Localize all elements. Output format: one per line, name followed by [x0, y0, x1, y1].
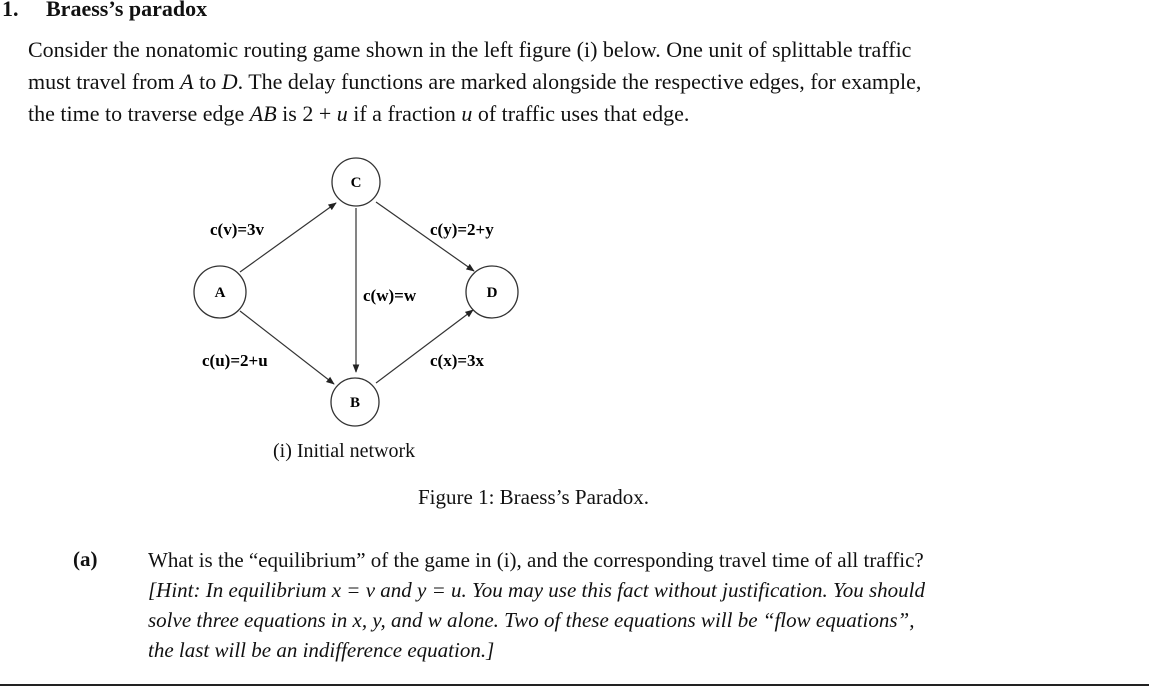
- edge-a-c: [239, 202, 337, 273]
- edge-label-cb: c(w)=w: [363, 286, 417, 305]
- section-number: 1.: [2, 0, 19, 21]
- page-bottom-rule: [0, 684, 1149, 686]
- hint-line-3: the last will be an indifference equatio…: [148, 638, 495, 662]
- edge-b-d: [375, 309, 474, 384]
- part-a-question: What is the “equilibrium” of the game in…: [148, 545, 1138, 665]
- node-d-circle: [465, 265, 519, 319]
- node-a-circle: [193, 265, 247, 319]
- edge-label-bd: c(x)=3x: [430, 351, 485, 370]
- edge-label-ab: c(u)=2+u: [202, 351, 268, 370]
- node-b-circle: [330, 377, 380, 427]
- diagram-subcaption: (i) Initial network: [273, 440, 416, 462]
- intro-line-3: the time to traverse edge AB is 2 + u if…: [28, 101, 690, 126]
- figure-caption: Figure 1: Braess’s Paradox.: [418, 485, 649, 509]
- edge-label-ac: c(v)=3v: [210, 220, 265, 239]
- node-c-circle: [331, 157, 381, 207]
- node-b-label: B: [350, 395, 360, 411]
- question-text: What is the “equilibrium” of the game in…: [148, 548, 924, 572]
- part-a-label: (a): [73, 547, 98, 571]
- section-title: Braess’s paradox: [46, 0, 208, 21]
- node-a-label: A: [215, 285, 226, 301]
- hint-line-1: [Hint: In equilibrium x = v and y = u. Y…: [148, 578, 925, 602]
- intro-line-1: Consider the nonatomic routing game show…: [28, 37, 912, 62]
- edge-a-b: [239, 310, 335, 385]
- hint-line-2: solve three equations in x, y, and w alo…: [148, 608, 915, 632]
- edge-label-cd: c(y)=2+y: [430, 220, 494, 239]
- node-c-label: C: [351, 175, 362, 191]
- section-heading: 1. Braess’s paradox: [0, 0, 207, 22]
- edge-c-d: [375, 201, 475, 272]
- intro-paragraph: Consider the nonatomic routing game show…: [28, 34, 1108, 130]
- intro-line-2: must travel from A to D. The delay funct…: [28, 69, 922, 94]
- node-d-label: D: [487, 285, 498, 301]
